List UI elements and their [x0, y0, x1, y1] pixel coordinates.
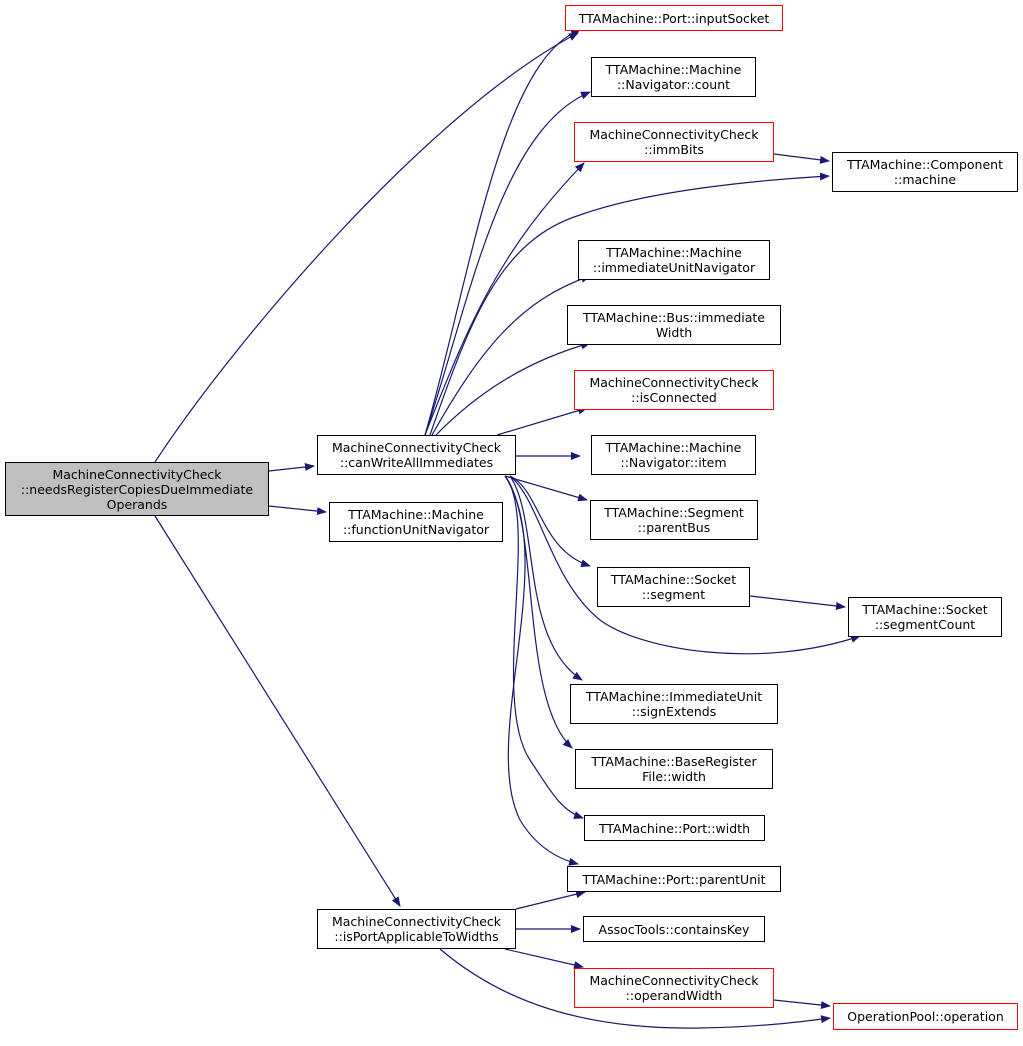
node-label-line: MachineConnectivityCheck: [331, 914, 502, 929]
edge-canWriteAllImmediates-to-navigatorCount: [424, 91, 591, 436]
node-label-line: ::signExtends: [631, 704, 717, 719]
node-label-line: File::width: [642, 769, 706, 784]
edge-immBits-to-componentMachine: [773, 153, 830, 164]
node-label-line: MachineConnectivityCheck: [589, 127, 759, 142]
edge-canWriteAllImmediates-to-immediateUnitNavigator: [431, 275, 591, 436]
node-label-line: TTAMachine::Socket: [610, 572, 737, 587]
node-label-line: OperationPool::operation: [847, 1009, 1004, 1024]
node-root: MachineConnectivityCheck::needsRegisterC…: [5, 462, 269, 516]
node-label-line: ::operandWidth: [625, 988, 723, 1003]
node-label-line: MachineConnectivityCheck: [589, 375, 759, 390]
node-label-line: ::Navigator::item: [620, 455, 727, 470]
node-label-line: ::canWriteAllImmediates: [339, 455, 494, 470]
node-label-line: AssocTools::containsKey: [598, 921, 750, 937]
node-inputSocket[interactable]: TTAMachine::Port::inputSocket: [565, 5, 783, 31]
node-label-line: ::machine: [893, 172, 957, 187]
node-immediateUnitNavigator[interactable]: TTAMachine::Machine::immediateUnitNaviga…: [578, 240, 770, 280]
edge-isPortApplicableToWidths-to-parentUnit: [515, 890, 586, 910]
node-label-line: MachineConnectivityCheck: [331, 440, 502, 455]
node-label-line: TTAMachine::Segment: [604, 505, 744, 520]
node-label-line: ::immBits: [644, 142, 704, 157]
node-operation[interactable]: OperationPool::operation: [833, 1003, 1018, 1030]
node-label-line: TTAMachine::Machine: [605, 62, 742, 77]
node-socketSegment[interactable]: TTAMachine::Socket::segment: [597, 567, 750, 607]
node-label-line: ::immediateUnitNavigator: [592, 260, 756, 275]
node-label-line: TTAMachine::ImmediateUnit: [585, 689, 763, 704]
edge-canWriteAllImmediates-to-signExtends: [509, 475, 583, 681]
edge-isPortApplicableToWidths-to-operandWidth: [504, 948, 584, 969]
edge-canWriteAllImmediates-to-inputSocket: [424, 29, 581, 436]
node-canWriteAllImmediates[interactable]: MachineConnectivityCheck::canWriteAllImm…: [317, 435, 516, 475]
node-isPortApplicableToWidths[interactable]: MachineConnectivityCheck::isPortApplicab…: [317, 909, 516, 949]
edge-canWriteAllImmediates-to-socketSegment: [509, 475, 591, 568]
node-containsKey[interactable]: AssocTools::containsKey: [583, 916, 765, 942]
node-label-line: MachineConnectivityCheck: [52, 466, 222, 482]
node-label-line: TTAMachine::Machine: [348, 507, 484, 522]
node-immBits[interactable]: MachineConnectivityCheck::immBits: [574, 122, 774, 162]
node-label-line: TTAMachine::Component: [847, 157, 1003, 172]
node-navigatorCount[interactable]: TTAMachine::Machine::Navigator::count: [591, 57, 756, 97]
node-label-line: TTAMachine::Socket: [862, 602, 988, 617]
node-label-line: TTAMachine::Machine: [605, 440, 742, 455]
edge-canWriteAllImmediates-to-isConnected: [496, 406, 588, 436]
node-label-line: Width: [655, 325, 693, 340]
node-label-line: TTAMachine::BaseRegister: [591, 754, 757, 769]
node-label-line: TTAMachine::Machine: [606, 245, 742, 260]
node-signExtends[interactable]: TTAMachine::ImmediateUnit::signExtends: [570, 684, 778, 724]
edge-canWriteAllImmediates-to-parentBus: [504, 475, 588, 502]
node-componentMachine[interactable]: TTAMachine::Component::machine: [832, 152, 1018, 192]
node-label-line: ::isPortApplicableToWidths: [334, 929, 499, 944]
edge-isPortApplicableToWidths-to-operation: [439, 948, 831, 1029]
node-parentBus[interactable]: TTAMachine::Segment::parentBus: [590, 500, 758, 540]
node-label-line: ::segment: [641, 587, 706, 602]
edge-root-to-inputSocket: [154, 32, 579, 463]
edge-socketSegment-to-segmentCount: [749, 595, 846, 610]
node-operandWidth[interactable]: MachineConnectivityCheck::operandWidth: [574, 968, 774, 1008]
node-parentUnit[interactable]: TTAMachine::Port::parentUnit: [567, 866, 781, 892]
node-label-line: MachineConnectivityCheck: [589, 973, 759, 988]
node-label-line: ::segmentCount: [874, 617, 976, 632]
node-label-line: ::Navigator::count: [616, 77, 731, 92]
edge-canWriteAllImmediates-to-busImmediateWidth: [435, 341, 591, 436]
node-label-line: TTAMachine::Port::width: [598, 820, 751, 836]
node-navigatorItem[interactable]: TTAMachine::Machine::Navigator::item: [591, 435, 756, 475]
node-label-line: ::parentBus: [637, 520, 711, 535]
node-label-line: TTAMachine::Port::parentUnit: [582, 871, 766, 887]
node-label-line: TTAMachine::Port::inputSocket: [578, 10, 770, 26]
node-label-line: ::isConnected: [631, 390, 717, 405]
edge-canWriteAllImmediates-to-portWidth: [504, 475, 584, 819]
edge-canWriteAllImmediates-to-segmentCount: [509, 475, 861, 655]
edge-root-to-canWriteAllImmediates: [268, 463, 315, 472]
edge-canWriteAllImmediates-to-parentUnit: [504, 475, 579, 866]
node-label-line: Operands: [106, 496, 168, 512]
node-isConnected[interactable]: MachineConnectivityCheck::isConnected: [574, 370, 774, 410]
node-segmentCount[interactable]: TTAMachine::Socket::segmentCount: [848, 597, 1002, 637]
edge-canWriteAllImmediates-to-componentMachine: [429, 172, 830, 436]
node-label-line: ::needsRegisterCopiesDueImmediate: [20, 481, 254, 497]
edge-root-to-isPortApplicableToWidths: [154, 515, 401, 907]
node-label-line: ::functionUnitNavigator: [342, 522, 490, 537]
node-label-line: TTAMachine::Bus::immediate: [583, 310, 765, 325]
node-functionUnitNavigator[interactable]: TTAMachine::Machine::functionUnitNavigat…: [329, 502, 503, 542]
edge-root-to-functionUnitNavigator: [268, 505, 327, 516]
edge-canWriteAllImmediates-to-immBits: [424, 162, 585, 436]
edge-operandWidth-to-operation: [773, 999, 831, 1010]
node-portWidth[interactable]: TTAMachine::Port::width: [584, 815, 765, 841]
